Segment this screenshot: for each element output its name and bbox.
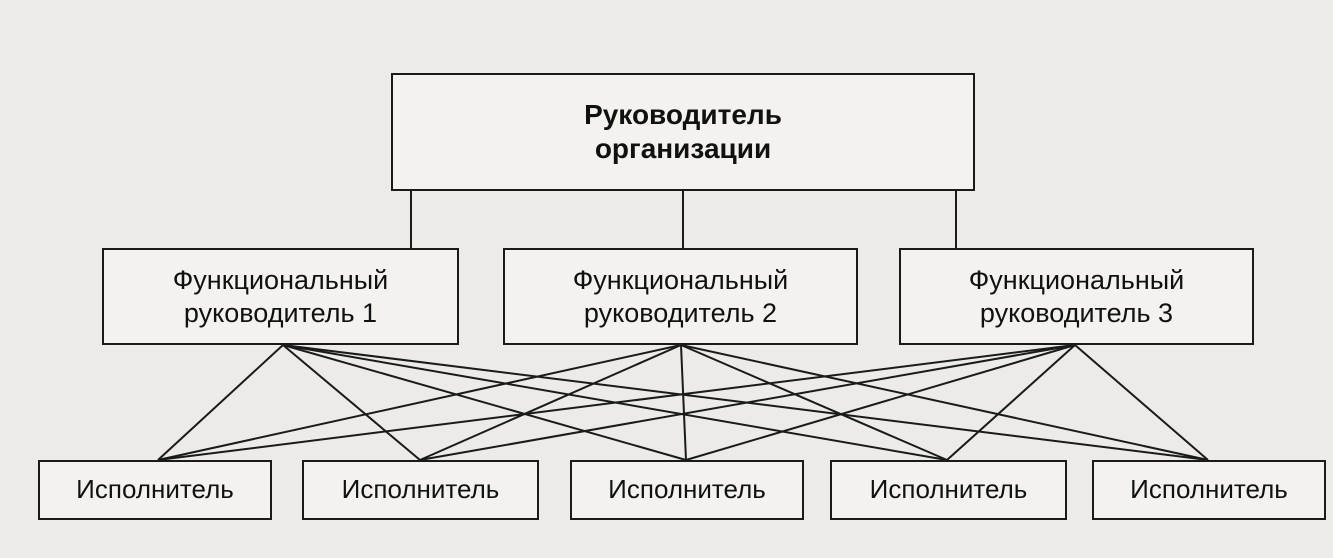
connector-functional-3-to-executor-3 <box>685 344 1076 461</box>
executor-2-label: Исполнитель <box>341 474 500 505</box>
functional-manager-2-label-line2: руководитель 2 <box>583 297 778 328</box>
functional-manager-box-3: Функциональный руководитель 3 <box>899 248 1254 345</box>
connector-functional-2-to-executor-1 <box>157 344 682 461</box>
head-manager-label-line2: организации <box>594 133 772 164</box>
executor-box-2: Исполнитель <box>302 460 539 520</box>
functional-manager-box-2: Функциональный руководитель 2 <box>503 248 858 345</box>
connector-functional-3-to-executor-4 <box>946 344 1076 461</box>
executor-box-4: Исполнитель <box>830 460 1067 520</box>
connector-functional-2-to-executor-3 <box>680 344 687 461</box>
connector-functional-2-to-executor-2 <box>419 344 682 461</box>
connector-functional-3-to-executor-5 <box>1074 344 1209 461</box>
connector-functional-3-to-executor-2 <box>419 344 1076 461</box>
functional-manager-2-label-line1: Функциональный <box>572 265 789 296</box>
connector-functional-2-to-executor-5 <box>680 344 1209 461</box>
connector-functional-1-to-executor-2 <box>282 344 421 461</box>
functional-manager-1-label-line1: Функциональный <box>172 265 389 296</box>
functional-manager-box-1: Функциональный руководитель 1 <box>102 248 459 345</box>
executor-4-label: Исполнитель <box>869 474 1028 505</box>
executor-3-label: Исполнитель <box>608 474 766 505</box>
executor-1-label: Исполнитель <box>76 474 234 505</box>
functional-manager-3-label-line2: руководитель 3 <box>979 297 1174 328</box>
head-manager-box: Руководитель организации <box>391 73 975 191</box>
connector-functional-1-to-executor-3 <box>282 344 687 461</box>
connector-functional-3-to-executor-1 <box>157 344 1076 461</box>
executor-box-5: Исполнитель <box>1092 460 1326 520</box>
executor-box-3: Исполнитель <box>570 460 804 520</box>
executor-5-label: Исполнитель <box>1130 474 1288 505</box>
functional-manager-1-label-line2: руководитель 1 <box>183 297 378 328</box>
head-manager-label-line1: Руководитель <box>584 99 782 131</box>
connector-functional-1-to-executor-1 <box>157 344 284 461</box>
functional-manager-3-label-line1: Функциональный <box>968 265 1185 296</box>
connector-functional-2-to-executor-4 <box>680 344 948 461</box>
executor-box-1: Исполнитель <box>38 460 272 520</box>
